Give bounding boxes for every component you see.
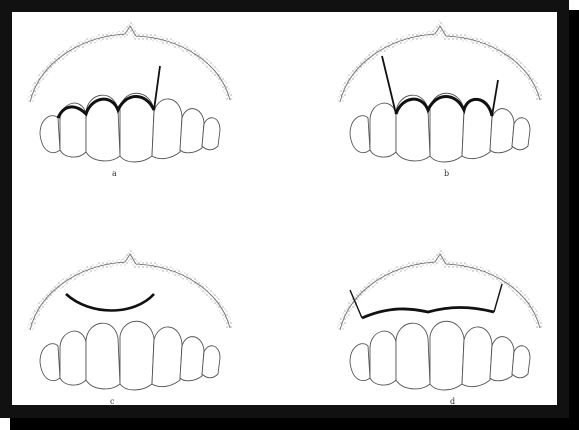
panel-a-label: a (112, 169, 117, 178)
panel-c-label: c (110, 397, 115, 406)
panel-d-label: d (450, 397, 455, 406)
panel-b-label: b (444, 169, 449, 178)
